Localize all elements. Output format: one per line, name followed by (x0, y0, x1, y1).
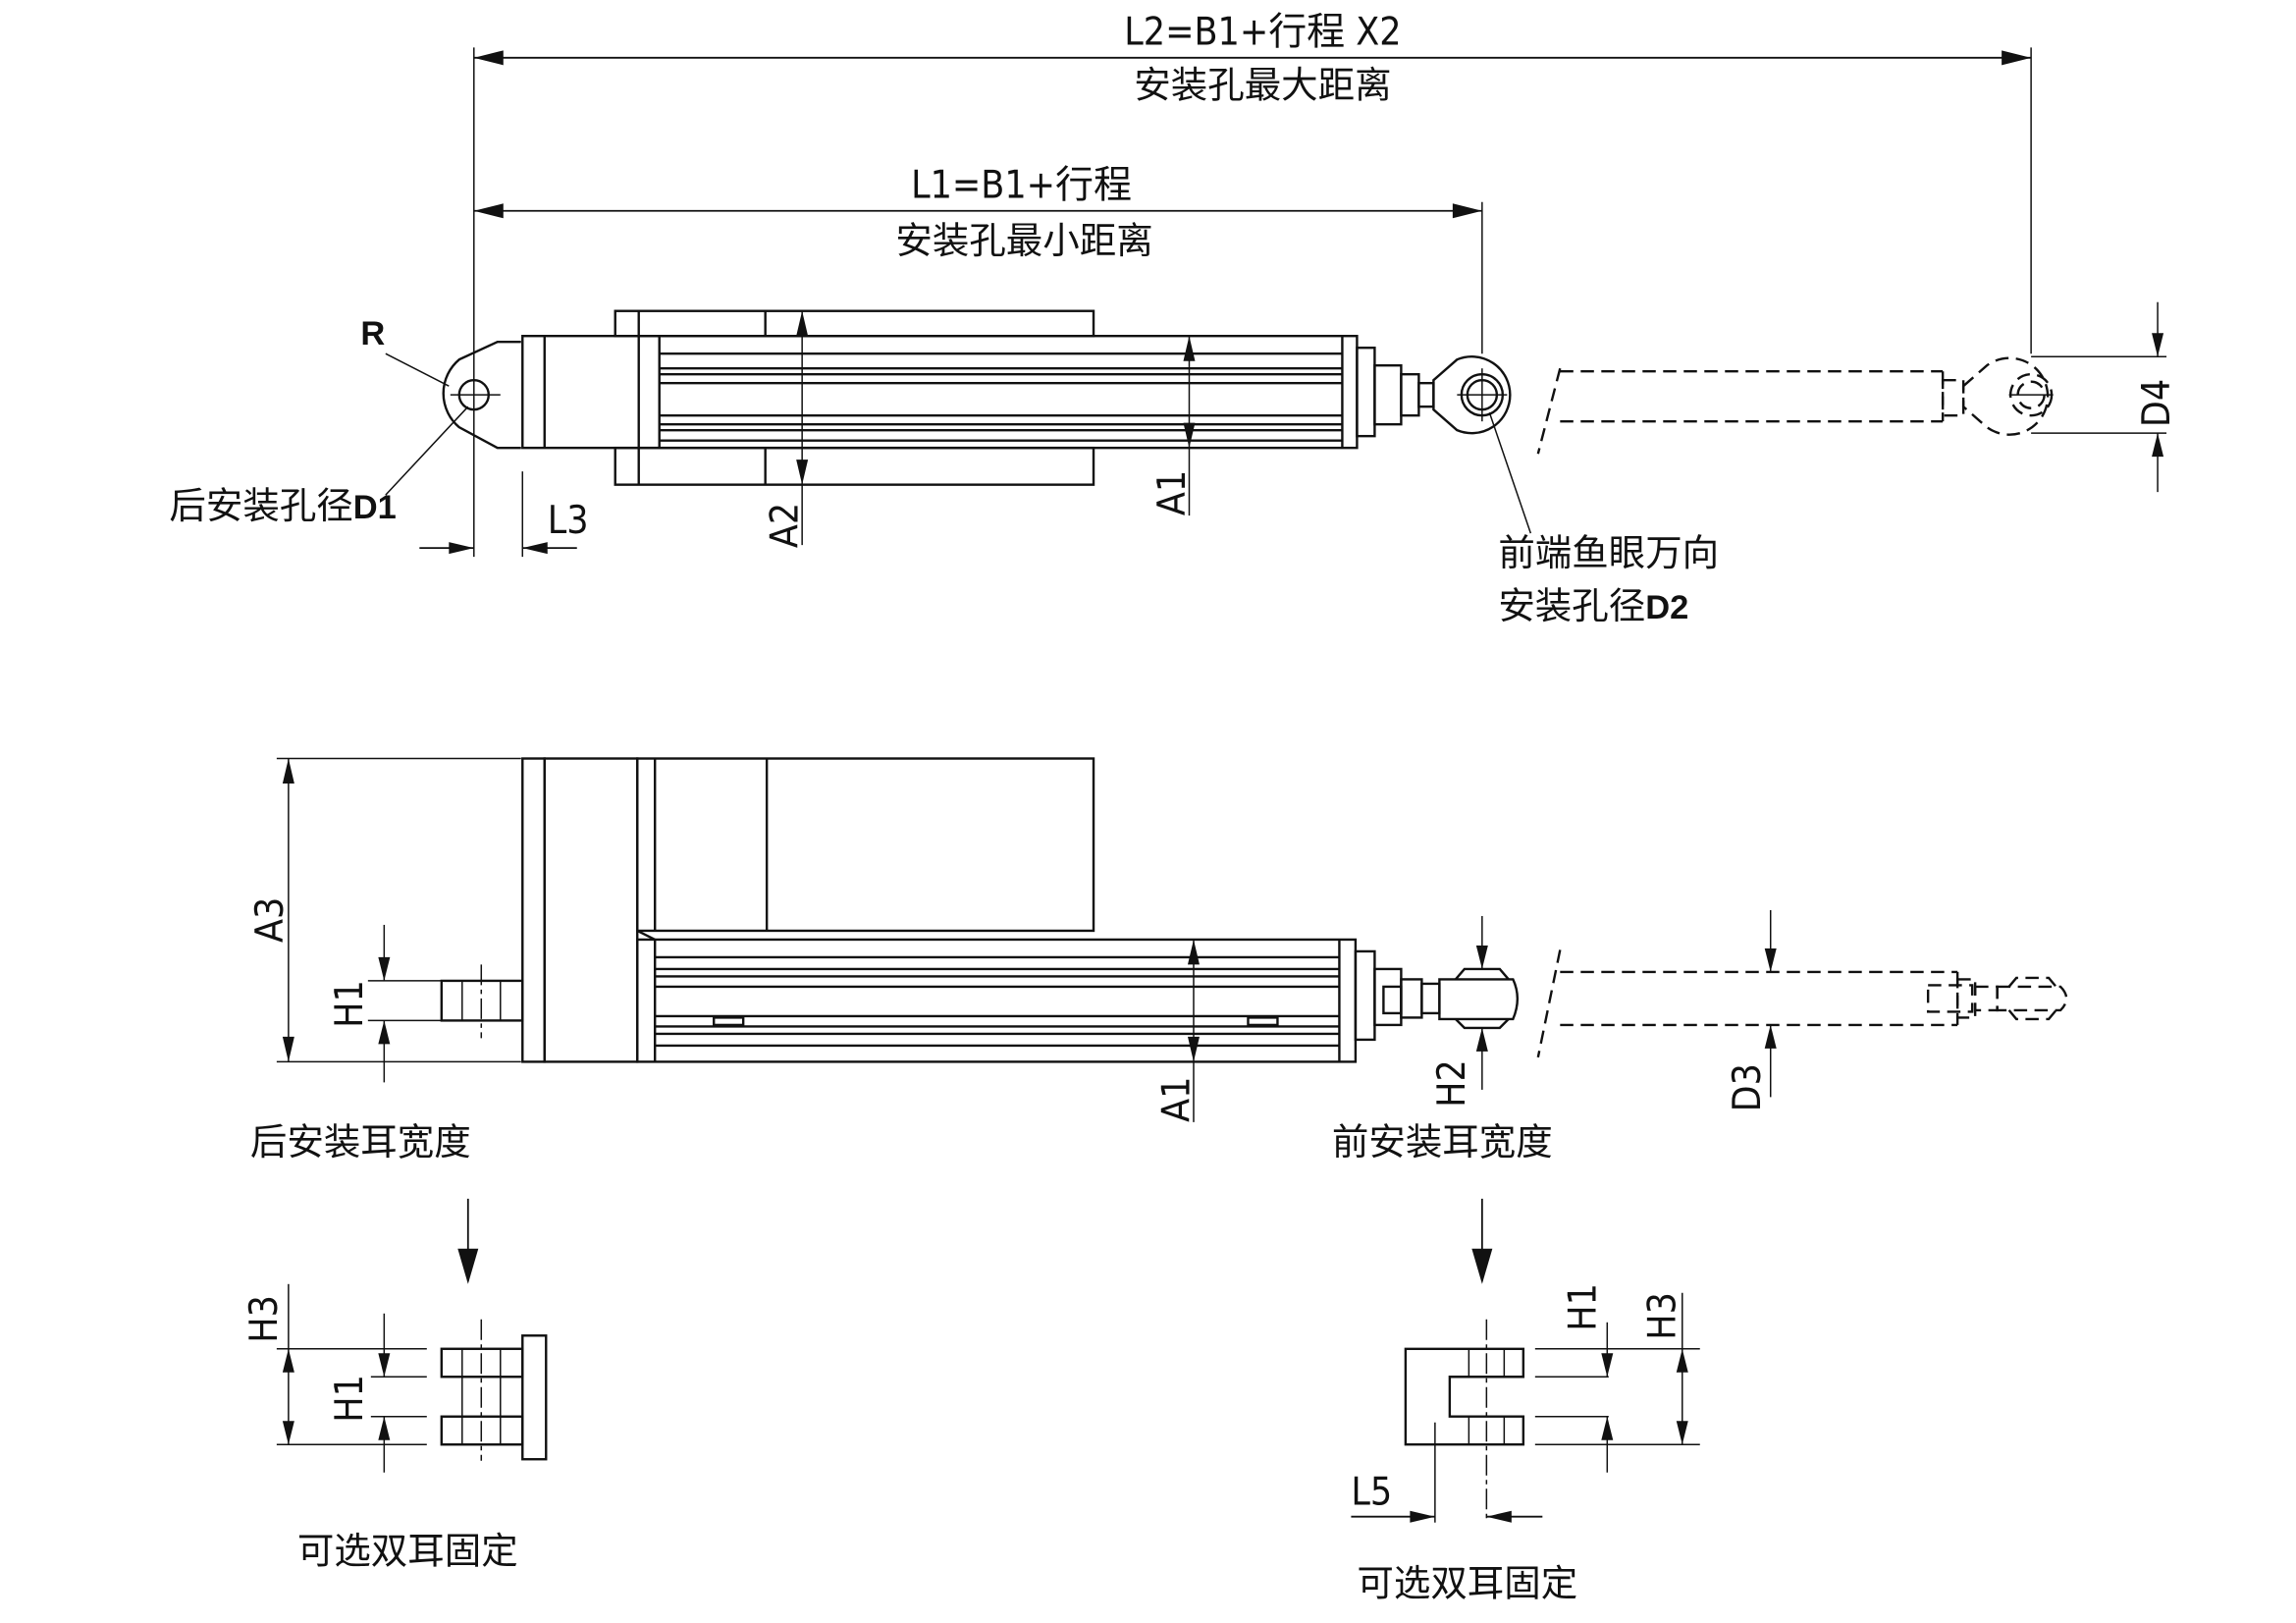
h2-dimension: H2 (1430, 915, 1488, 1108)
d4-dimension: D4 (2031, 301, 2179, 493)
r-callout: R (360, 315, 450, 387)
rear-option-caption: 可选双耳固定 (297, 1530, 518, 1573)
h1-label-rear: H1 (328, 1375, 372, 1423)
d2-label-line1: 前端鱼眼万向 (1498, 531, 1719, 574)
h3-label-front: H3 (1640, 1292, 1684, 1340)
front-ear-caption: 前安装耳宽度 (1332, 1120, 1553, 1163)
a1-label-top: A1 (1150, 470, 1195, 515)
d1-label: 后安装孔径D1 (169, 484, 396, 527)
d3-dimension: D3 (1726, 909, 1777, 1111)
l1-formula: L1=B1+行程 (911, 163, 1132, 207)
d2-label-line2: 安装孔径D2 (1498, 584, 1688, 627)
side-view-actuator (440, 757, 2068, 1063)
h1-label-side: H1 (328, 980, 372, 1028)
d3-label: D3 (1726, 1063, 1770, 1111)
a2-dimension: A2 (764, 310, 809, 548)
d2-callout: 前端鱼眼万向 安装孔径D2 (1488, 411, 1719, 627)
h2-label: H2 (1430, 1059, 1474, 1108)
a3-dimension: A3 (248, 757, 521, 1063)
a3-label: A3 (248, 897, 293, 943)
h1-label-front: H1 (1561, 1283, 1605, 1331)
h1-dimension-side: H1 (328, 924, 442, 1083)
front-double-ear-option: H1 H3 L5 可选双耳固定 (1351, 1198, 1700, 1605)
rear-double-ear-option: H3 H1 可选双耳固定 (242, 1198, 548, 1573)
top-view-actuator (442, 309, 2054, 486)
d4-label: D4 (2135, 379, 2179, 427)
r-label: R (360, 315, 385, 352)
l1-caption: 安装孔最小距离 (895, 219, 1152, 262)
l2-caption: 安装孔最大距离 (1134, 63, 1391, 106)
l5-label: L5 (1351, 1471, 1392, 1515)
a2-label: A2 (764, 503, 808, 548)
l1-dimension: L1=B1+行程 安装孔最小距离 (473, 163, 1483, 354)
l2-formula: L2=B1+行程 X2 (1124, 10, 1401, 54)
a1-label-side: A1 (1154, 1077, 1199, 1122)
d1-callout: 后安装孔径D1 (169, 406, 469, 527)
a1-dimension-top: A1 (1150, 336, 1196, 516)
rear-ear-caption: 后安装耳宽度 (250, 1120, 471, 1163)
l3-dimension: L3 (419, 471, 589, 558)
a1-dimension-side: A1 (1154, 939, 1200, 1122)
h3-label-rear: H3 (242, 1295, 287, 1343)
l3-label: L3 (548, 499, 589, 543)
l2-dimension: L2=B1+行程 X2 安装孔最大距离 (473, 10, 2032, 558)
front-option-caption: 可选双耳固定 (1357, 1562, 1577, 1605)
